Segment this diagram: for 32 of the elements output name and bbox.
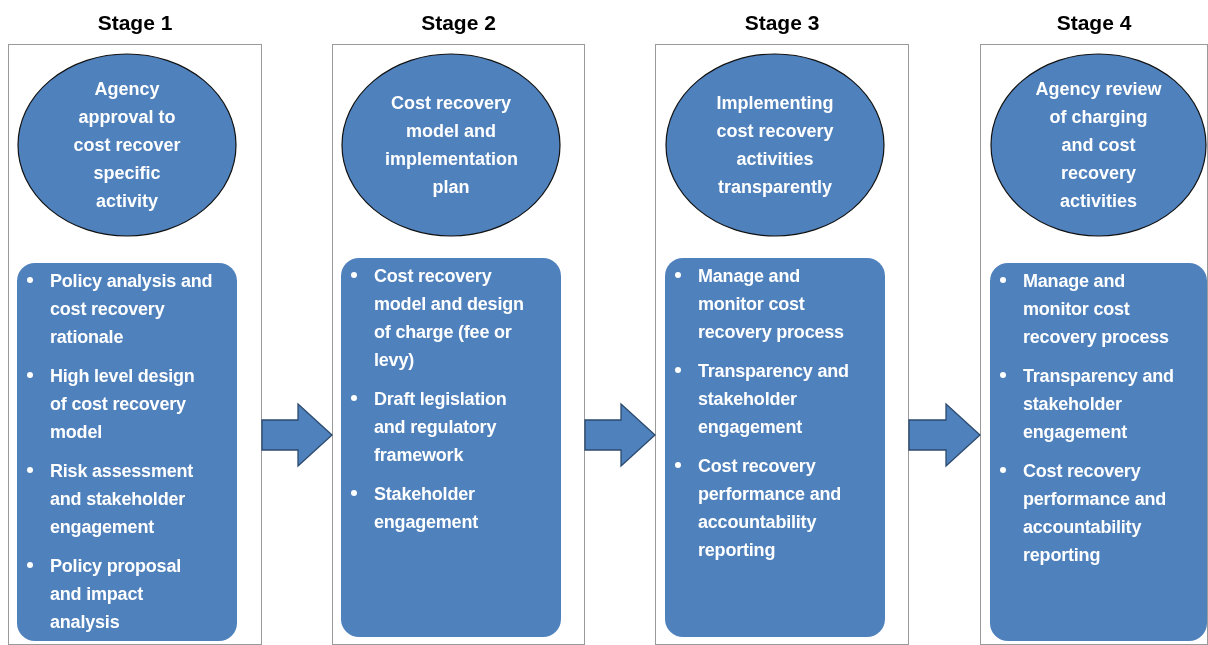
activity-item: High level design of cost recovery model <box>50 365 196 444</box>
activity-item: Policy analysis and cost recovery rationale <box>50 270 214 349</box>
stage-heading: Stage 2 <box>420 11 497 35</box>
activity-box <box>665 258 885 637</box>
stage-ellipse <box>17 53 237 237</box>
stage-goal-text: Cost recovery model and implementation plan <box>385 92 517 199</box>
activity-box <box>17 263 237 641</box>
stage-goal-text: Agency approval to cost recover specific activity <box>72 78 182 213</box>
stage-goal-text: Agency review of charging and cost recovery activities <box>1034 78 1163 213</box>
activity-item: Policy proposal and impact analysis <box>50 555 183 634</box>
activity-box <box>990 263 1207 641</box>
activity-item: Manage and monitor cost recovery process <box>1023 270 1170 349</box>
block-arrow <box>908 402 981 468</box>
activity-box <box>341 258 561 637</box>
block-arrow <box>261 402 333 468</box>
activity-item: Cost recovery performance and accountability reporting <box>1023 460 1168 567</box>
activity-item: Risk assessment and stakeholder engagement <box>50 460 195 539</box>
stage-ellipse <box>341 53 561 237</box>
stage-goal-text: Implementing cost recovery activities transparently <box>715 92 835 199</box>
activity-item: Draft legislation and regulatory framework <box>374 388 508 467</box>
stage-heading: Stage 3 <box>743 11 821 35</box>
stage-heading: Stage 1 <box>96 11 174 35</box>
activity-item: Transparency and stakeholder engagement <box>1023 365 1175 444</box>
stage-ellipse <box>665 53 885 237</box>
block-arrow <box>584 402 656 468</box>
activity-item: Transparency and stakeholder engagement <box>698 360 850 439</box>
activity-item: Cost recovery model and design of charge (fee or levy) <box>374 265 525 372</box>
activity-item: Cost recovery performance and accountability reporting <box>698 455 843 562</box>
stage-ellipse <box>990 53 1207 237</box>
activity-item: Stakeholder engagement <box>374 483 480 534</box>
stage-heading: Stage 4 <box>1055 11 1133 35</box>
activity-item: Manage and monitor cost recovery process <box>698 265 845 344</box>
